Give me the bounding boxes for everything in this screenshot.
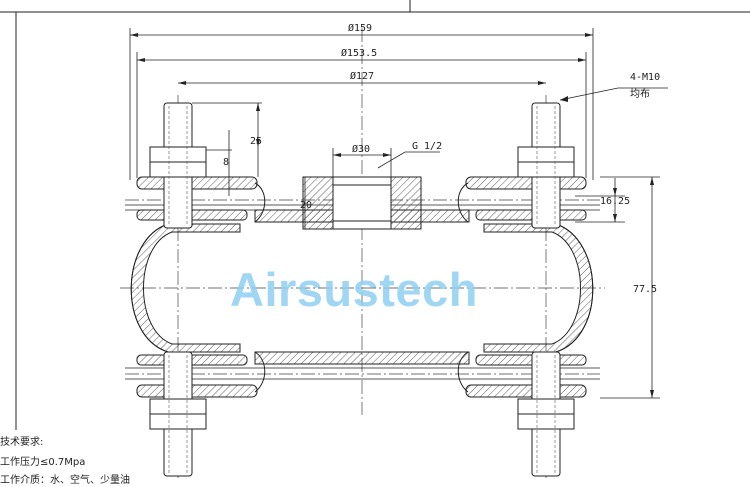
dim-overall-height: 77.5 <box>633 284 657 295</box>
rubber-bellows <box>130 223 594 353</box>
dim-outer-diameter: Ø159 <box>348 22 372 34</box>
dim-port-height: 20 <box>300 200 312 211</box>
dim-flange-diameter: Ø153.5 <box>341 47 377 59</box>
notes-line-2: 工作介质：水、空气、少量油 <box>0 475 130 486</box>
air-port-fitting <box>302 176 422 230</box>
dim-port-thread: G 1/2 <box>412 141 442 152</box>
dim-bolt-spec: 4-M10 <box>630 72 660 83</box>
watermark-logo: Airsustech <box>230 263 478 316</box>
dimension-arrows <box>130 33 654 398</box>
dim-port-diameter: Ø30 <box>352 143 370 155</box>
dimension-lines <box>129 28 668 399</box>
bolts <box>149 102 575 477</box>
dim-bolt-spec-note: 均布 <box>630 88 650 100</box>
bottom-flange <box>125 351 600 398</box>
dim-bolt-circle: Ø127 <box>350 70 374 82</box>
notes-line-1: 工作压力≤0.7Mpa <box>0 457 86 468</box>
notes-title: 技术要求: <box>0 437 44 448</box>
dim-flange-thickness: 16.25 <box>600 196 630 207</box>
dim-bolt-projection: 25 <box>250 136 262 147</box>
dim-nut-height: 8 <box>223 157 229 168</box>
frame-lines <box>0 0 750 430</box>
